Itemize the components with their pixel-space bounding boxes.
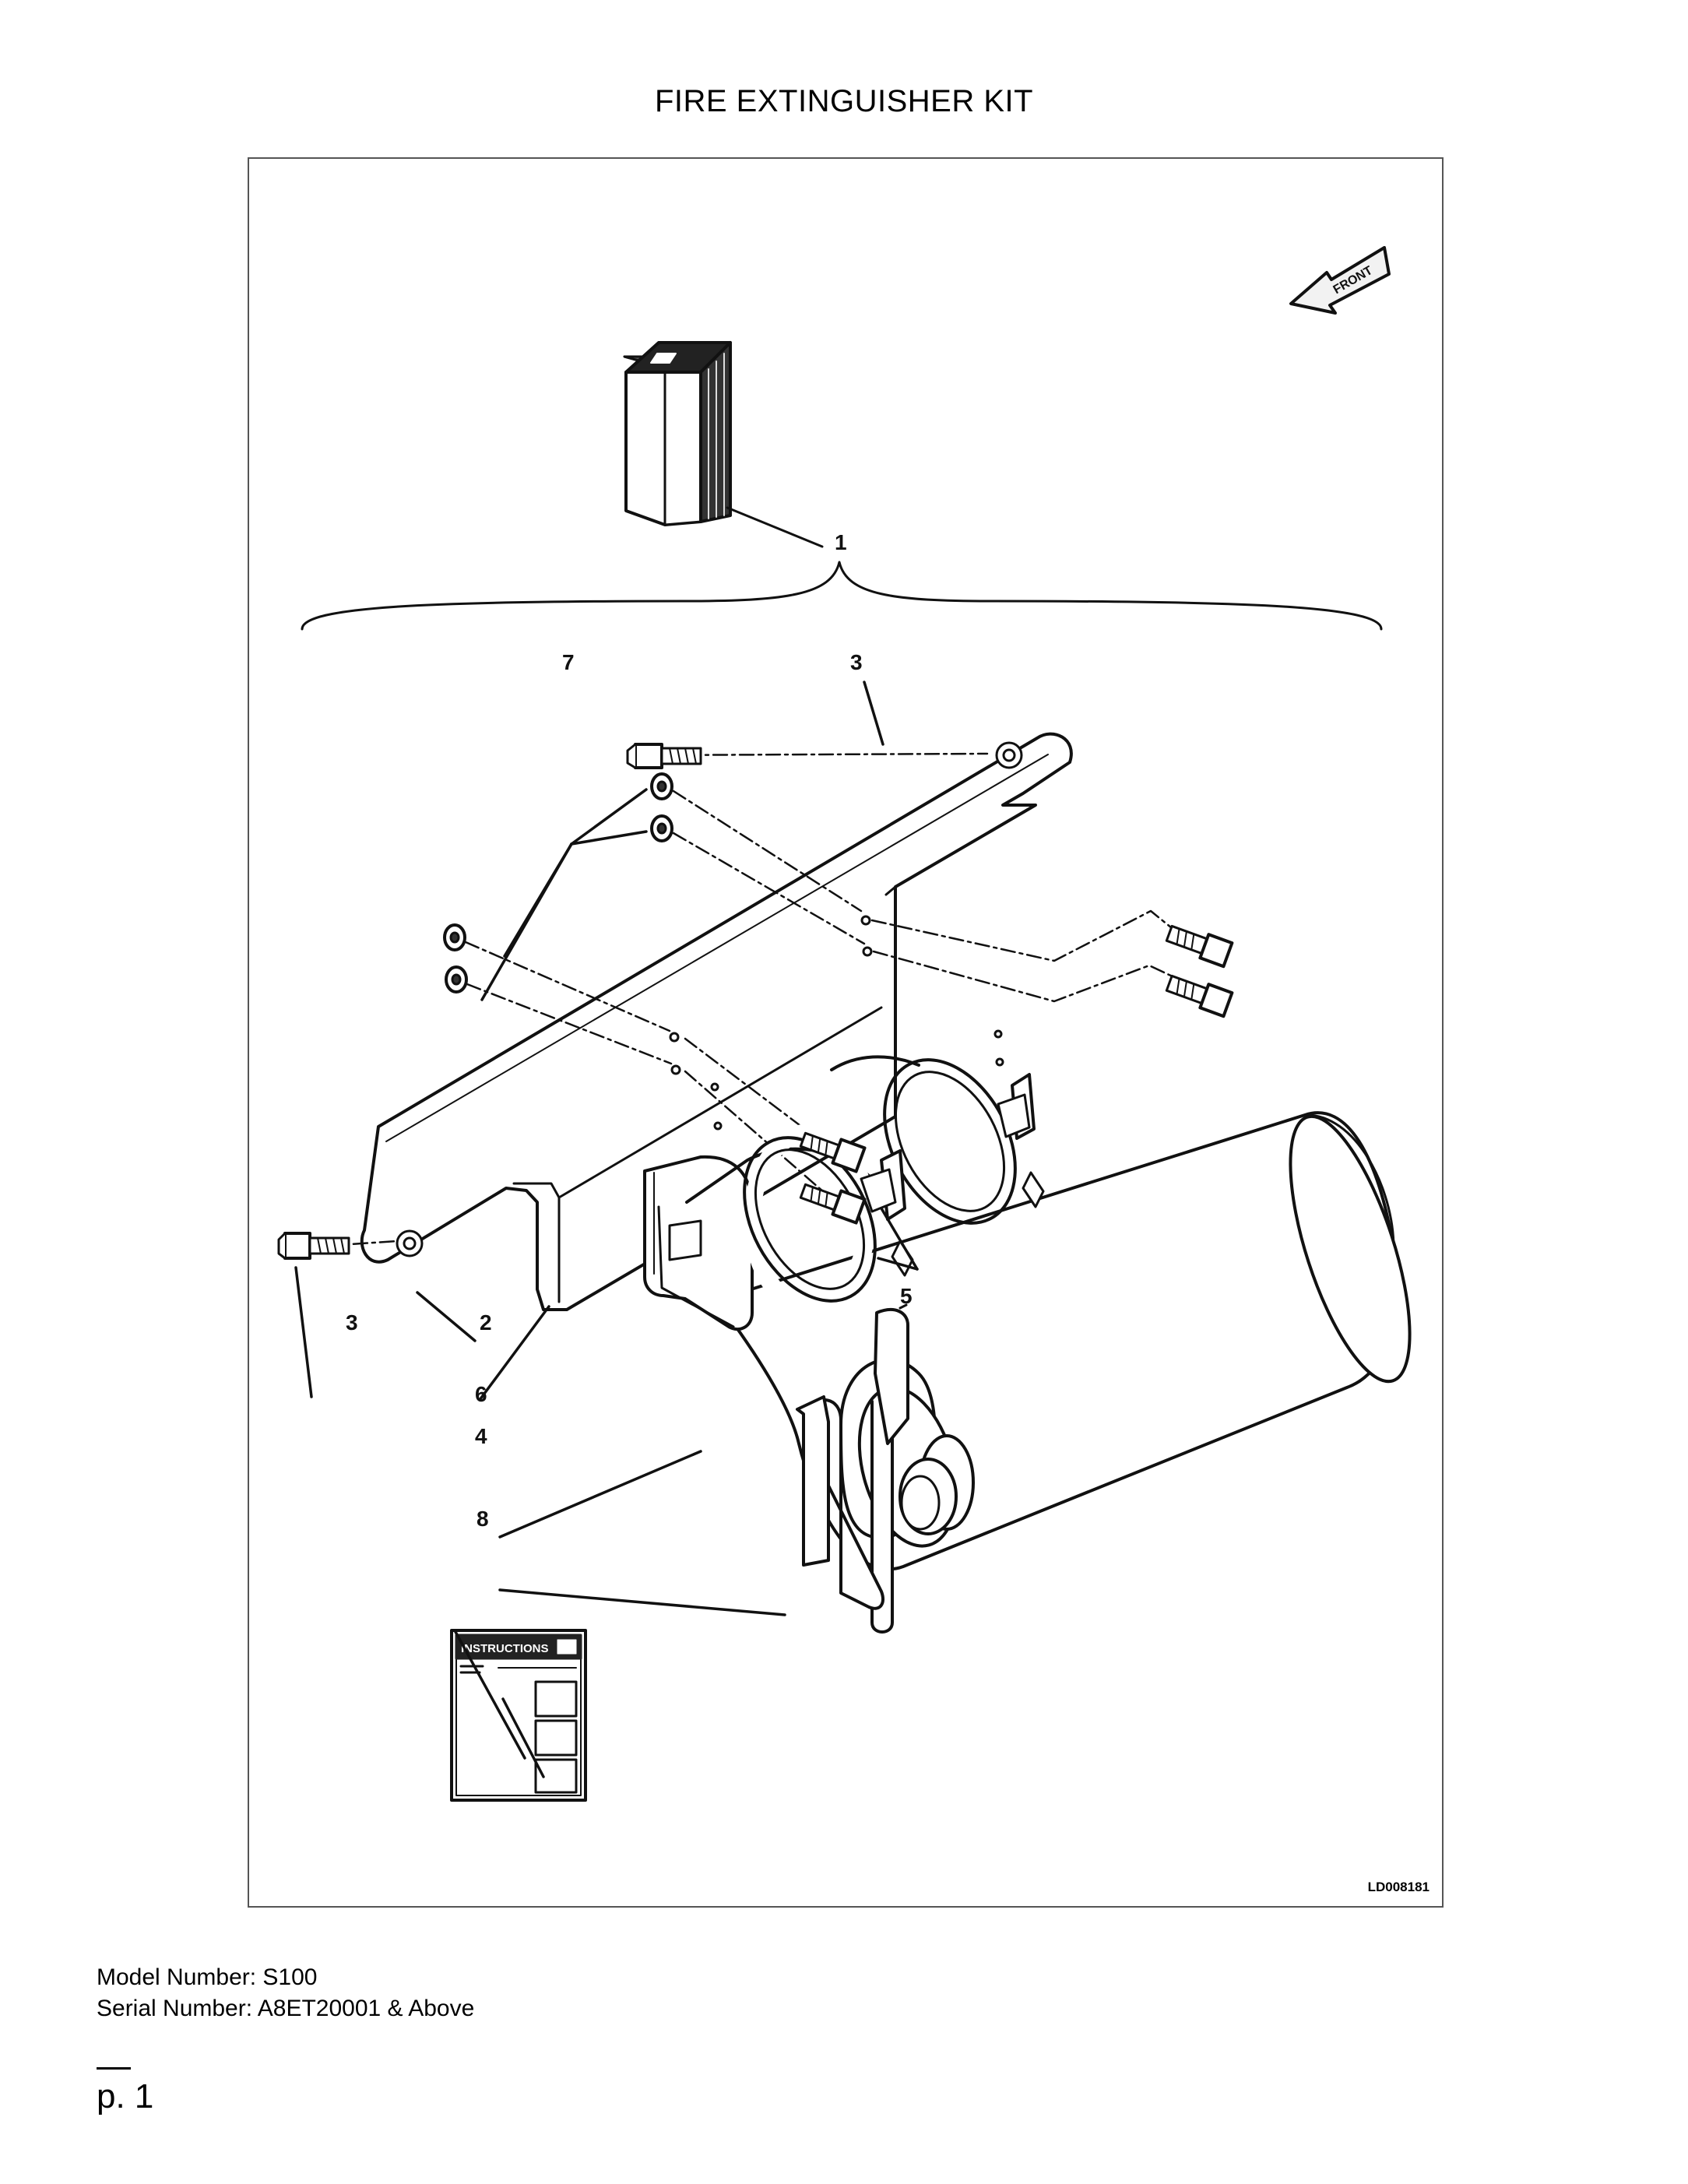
parts-diagram: FRONT [277, 246, 1412, 1802]
figure-code: LD008181 [1367, 1880, 1430, 1894]
callout-4: 4 [475, 1424, 487, 1448]
extinguisher-valve [796, 1303, 958, 1634]
kit-box [623, 341, 732, 526]
callout-leaders [294, 681, 919, 1778]
page-rule [97, 2067, 131, 2070]
front-arrow-icon: FRONT [1289, 246, 1391, 315]
washer-set [443, 772, 673, 994]
callout-8: 8 [477, 1507, 489, 1531]
callout-5: 5 [900, 1284, 913, 1308]
page-number: p. 1 [97, 2077, 154, 2115]
exploded-parts-figure: FRONT [248, 157, 1444, 1908]
bolt-upper [626, 743, 702, 769]
callout-3-lower: 3 [346, 1310, 358, 1335]
leader-1 [726, 506, 824, 548]
bolt-set-front [799, 1131, 867, 1225]
callout-6: 6 [475, 1382, 487, 1406]
callout-1: 1 [835, 530, 847, 554]
model-info: Model Number: S100 Serial Number: A8ET20… [97, 1962, 474, 2024]
cylinder-clamps [643, 1029, 1045, 1331]
serial-number: Serial Number: A8ET20001 & Above [97, 1996, 475, 2021]
page-title: FIRE EXTINGUISHER KIT [654, 84, 1034, 118]
instructions-decal: INSTRUCTIONS [450, 1629, 587, 1802]
callout-3-upper: 3 [850, 650, 863, 674]
bolt-lower [277, 1232, 350, 1260]
bolt-set-right [1165, 924, 1234, 1018]
kit-brace [301, 561, 1383, 631]
decal-label: INSTRUCTIONS [461, 1642, 549, 1655]
callout-2: 2 [480, 1310, 492, 1335]
model-number: Model Number: S100 [97, 1964, 318, 1990]
mounting-bracket [360, 732, 1073, 1311]
callout-7: 7 [562, 650, 575, 674]
